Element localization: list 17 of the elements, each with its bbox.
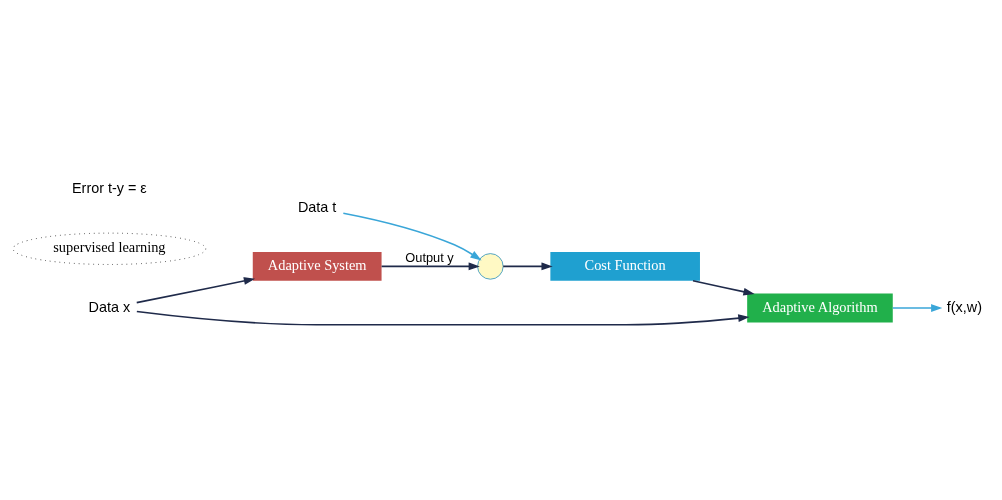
node-text: f(x,w) (946, 298, 982, 315)
node-box: Adaptive Algorithm (747, 293, 893, 323)
node-text: Data t (297, 199, 337, 216)
arrow (380, 262, 480, 271)
edge-label: Output y (405, 250, 454, 266)
arrow (136, 310, 750, 326)
node-box: Adaptive System (252, 252, 382, 281)
node-text: Data x (88, 298, 131, 315)
arrow (892, 304, 943, 312)
node-ellipse: supervised learning (12, 232, 207, 265)
node-box: Cost Function (550, 252, 700, 281)
arrow (342, 212, 482, 261)
arrow (135, 277, 256, 304)
node-circle (477, 253, 504, 280)
arrow (502, 262, 553, 271)
arrow (692, 280, 755, 296)
label: Error t-y = ε (72, 180, 147, 197)
